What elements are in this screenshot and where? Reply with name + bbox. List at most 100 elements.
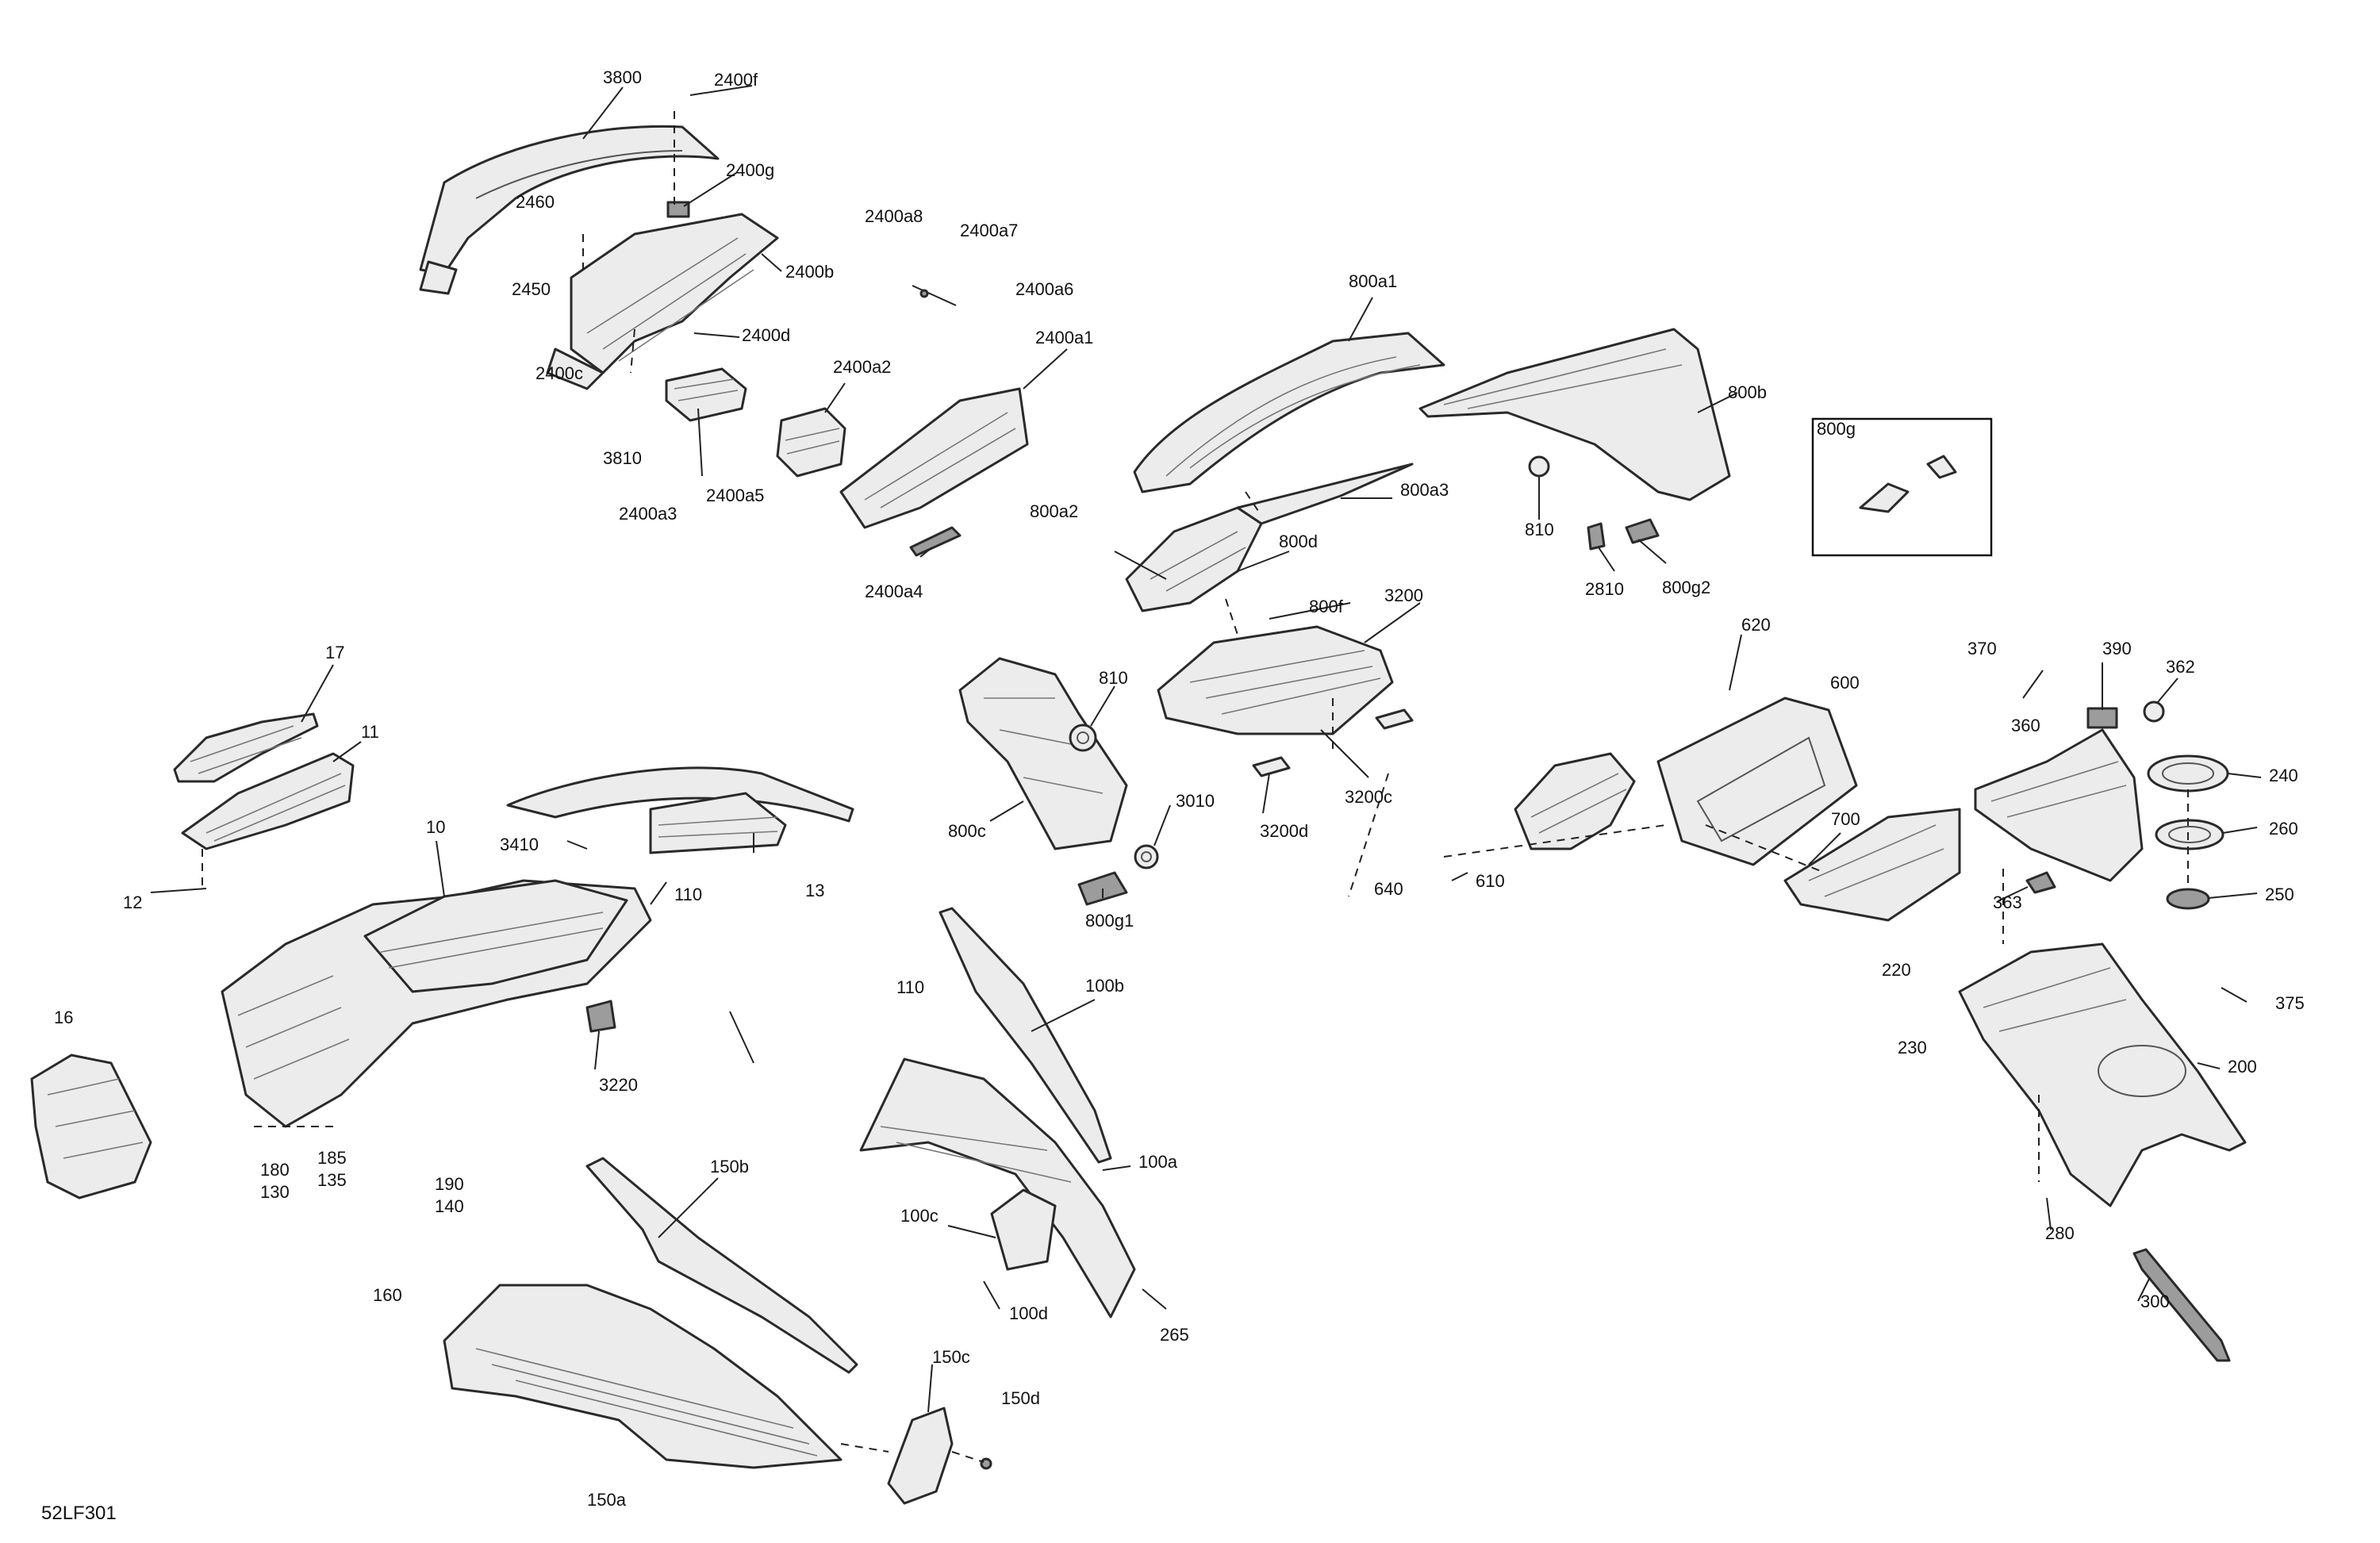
callout-150a: 150a (587, 1490, 627, 1510)
part-2400g-clip (666, 201, 690, 218)
part-150c-bracket (887, 1407, 954, 1505)
callout-800d: 800d (1279, 532, 1318, 551)
part-2400a2-module (776, 407, 846, 478)
callout-375: 375 (2275, 993, 2305, 1013)
callout-2400a8: 2400a8 (865, 206, 923, 226)
callout-3200c: 3200c (1345, 787, 1392, 807)
part-2400b-bracket (546, 213, 779, 390)
part-17-cover (173, 712, 319, 783)
part-150b-trim (585, 1157, 858, 1374)
callout-2400a2: 2400a2 (833, 357, 891, 377)
dashed-assembly-lines (202, 111, 2189, 1463)
part-3200d-strip (1252, 708, 1414, 777)
callout-800g: 800g (1817, 419, 1856, 439)
callout-13: 13 (805, 881, 824, 900)
callout-370: 370 (1967, 639, 1997, 658)
callout-800a1: 800a1 (1349, 271, 1397, 291)
callout-190: 190 (435, 1174, 464, 1194)
callout-2400a4: 2400a4 (865, 582, 923, 601)
callout-2460: 2460 (516, 192, 555, 212)
part-3800-upper-fairing (419, 125, 720, 295)
part-260-ring (2155, 819, 2225, 850)
callout-220: 220 (1882, 960, 1911, 980)
callout-810-mid: 810 (1099, 668, 1128, 688)
leader-lines (150, 85, 2262, 1413)
callout-2400b: 2400b (785, 262, 834, 282)
part-2400a1-panel (839, 387, 1029, 529)
callout-11: 11 (361, 722, 379, 742)
part-610-bracket (1514, 752, 1636, 850)
callout-800f: 800f (1309, 597, 1344, 616)
part-2810-clip (1587, 522, 1606, 551)
part-3220-bracket (585, 1000, 616, 1033)
part-11-housing (181, 752, 355, 850)
callout-300: 300 (2140, 1292, 2170, 1311)
part-700-tray (1783, 808, 1961, 922)
callout-100c: 100c (900, 1206, 939, 1226)
part-100b-trim (939, 907, 1112, 1164)
callout-390: 390 (2102, 639, 2132, 658)
callout-800g1: 800g1 (1085, 911, 1134, 931)
callout-250: 250 (2265, 885, 2294, 904)
part-800g2-clip (1625, 518, 1660, 544)
part-2400a4-clip (909, 526, 962, 557)
callout-230: 230 (1898, 1038, 1927, 1057)
part-2400a3-module (665, 367, 747, 422)
callout-130: 130 (260, 1182, 290, 1202)
callout-640: 640 (1374, 879, 1403, 899)
callout-150d: 150d (1001, 1388, 1040, 1408)
callout-280: 280 (2045, 1223, 2075, 1243)
callout-150b: 150b (710, 1157, 749, 1176)
callout-3200d: 3200d (1260, 821, 1308, 841)
part-250-ring (2166, 888, 2210, 910)
callout-160: 160 (373, 1285, 402, 1305)
callout-260: 260 (2269, 819, 2298, 839)
part-363-clip (2025, 871, 2056, 894)
part-150a-lower-panel (443, 1284, 843, 1469)
callout-2400g: 2400g (726, 160, 774, 180)
callout-2450: 2450 (512, 279, 551, 299)
part-800a1-windshield (1133, 332, 1445, 493)
part-362-ring (2143, 700, 2165, 723)
callout-3800: 3800 (603, 67, 642, 87)
callout-360: 360 (2011, 716, 2040, 735)
callout-800a2: 800a2 (1030, 501, 1078, 521)
callout-12: 12 (123, 892, 142, 912)
part-800c-bracket (958, 657, 1128, 850)
callout-2400a5: 2400a5 (706, 486, 764, 505)
callout-700: 700 (1831, 809, 1860, 829)
callout-2810: 2810 (1585, 579, 1624, 599)
part-16-side-cover (30, 1054, 152, 1199)
part-810-grommet-b (1528, 455, 1550, 478)
part-2400a-fastener (912, 285, 957, 306)
part-100c-bracket (990, 1188, 1057, 1271)
callout-265: 265 (1160, 1325, 1189, 1345)
callout-2400a3: 2400a3 (619, 504, 677, 524)
callout-2400c: 2400c (536, 363, 583, 383)
callout-110-center: 110 (896, 977, 924, 997)
callout-135: 135 (317, 1170, 347, 1190)
callout-185: 185 (317, 1148, 347, 1168)
part-390-cap (2086, 707, 2118, 729)
part-600-dash-panel (1656, 697, 1858, 866)
callout-140: 140 (435, 1196, 464, 1216)
callout-620: 620 (1741, 615, 1771, 635)
callout-800c: 800c (948, 821, 986, 841)
callout-3200: 3200 (1384, 585, 1423, 605)
callout-2400a7: 2400a7 (960, 221, 1018, 240)
part-100a-side-panel (859, 1057, 1136, 1318)
callout-610: 610 (1476, 871, 1505, 891)
callout-2400a1: 2400a1 (1035, 328, 1093, 347)
callout-17: 17 (325, 643, 344, 662)
callout-labels: 3800 2400f 2400g 2460 2450 2400b 2400d 2… (54, 67, 2305, 1510)
part-240-ring (2147, 754, 2229, 793)
callout-600: 600 (1830, 673, 1860, 693)
figure-id: 52LF301 (41, 1503, 117, 1524)
callout-800a3: 800a3 (1400, 480, 1449, 500)
callout-180: 180 (260, 1160, 290, 1180)
callout-100d: 100d (1009, 1303, 1048, 1323)
part-360-console (1974, 728, 2144, 882)
callout-100a: 100a (1138, 1152, 1178, 1172)
part-800b-side-panel (1418, 328, 1731, 501)
